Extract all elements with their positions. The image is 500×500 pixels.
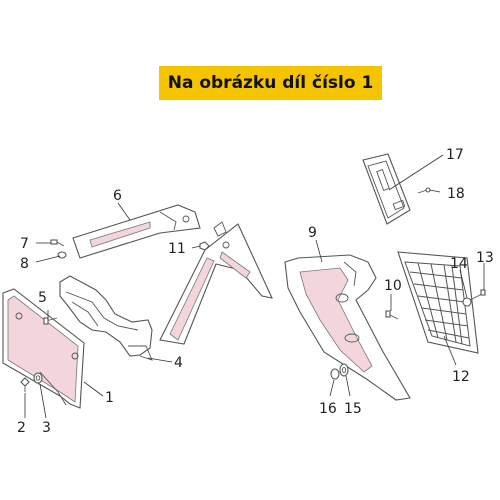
callout-7: 7 [20, 236, 29, 252]
part-12-reflector-grid [397, 251, 479, 354]
callout-3: 3 [42, 420, 51, 436]
part-15-washer [339, 363, 349, 377]
callout-15: 15 [344, 401, 362, 417]
callout-8: 8 [20, 256, 29, 272]
callout-labels: 1 2 3 4 5 6 7 8 9 10 11 12 13 14 15 16 1… [17, 147, 494, 436]
callout-6: 6 [113, 188, 122, 204]
callout-18: 18 [447, 186, 465, 202]
part-2-screw [20, 377, 30, 392]
center-frame-bracket [159, 221, 273, 345]
callout-1: 1 [105, 390, 114, 406]
callout-10: 10 [384, 278, 402, 294]
part-18-screw [417, 187, 431, 194]
part-13-screw [469, 289, 486, 301]
banner-text: Na obrázku díl číslo 1 [167, 73, 374, 93]
callout-4: 4 [174, 355, 183, 371]
part-7-screw [50, 239, 65, 247]
part-16-nut [330, 368, 340, 380]
part-number-banner: Na obrázku díl číslo 1 [159, 66, 382, 100]
part-14-nut [462, 297, 472, 307]
callout-17: 17 [446, 147, 464, 163]
part-4-inner-bracket [59, 275, 153, 361]
callout-14: 14 [450, 256, 468, 272]
part-8-washer [57, 251, 67, 259]
part-6-upper-bracket [72, 204, 201, 259]
part-9-rear-mudguard [284, 254, 411, 401]
part-10-screw [385, 310, 399, 320]
callout-16: 16 [319, 401, 337, 417]
leader-lines [24, 154, 485, 419]
part-3-washer [33, 372, 43, 384]
callout-9: 9 [308, 225, 317, 241]
part-5-screw [43, 317, 58, 325]
callout-11: 11 [168, 241, 186, 257]
callout-13: 13 [476, 250, 494, 266]
part-1-plate-holder [2, 288, 85, 409]
part-17-small-reflector [362, 153, 411, 225]
callout-2: 2 [17, 420, 26, 436]
callout-12: 12 [452, 369, 470, 385]
callout-5: 5 [38, 290, 47, 306]
